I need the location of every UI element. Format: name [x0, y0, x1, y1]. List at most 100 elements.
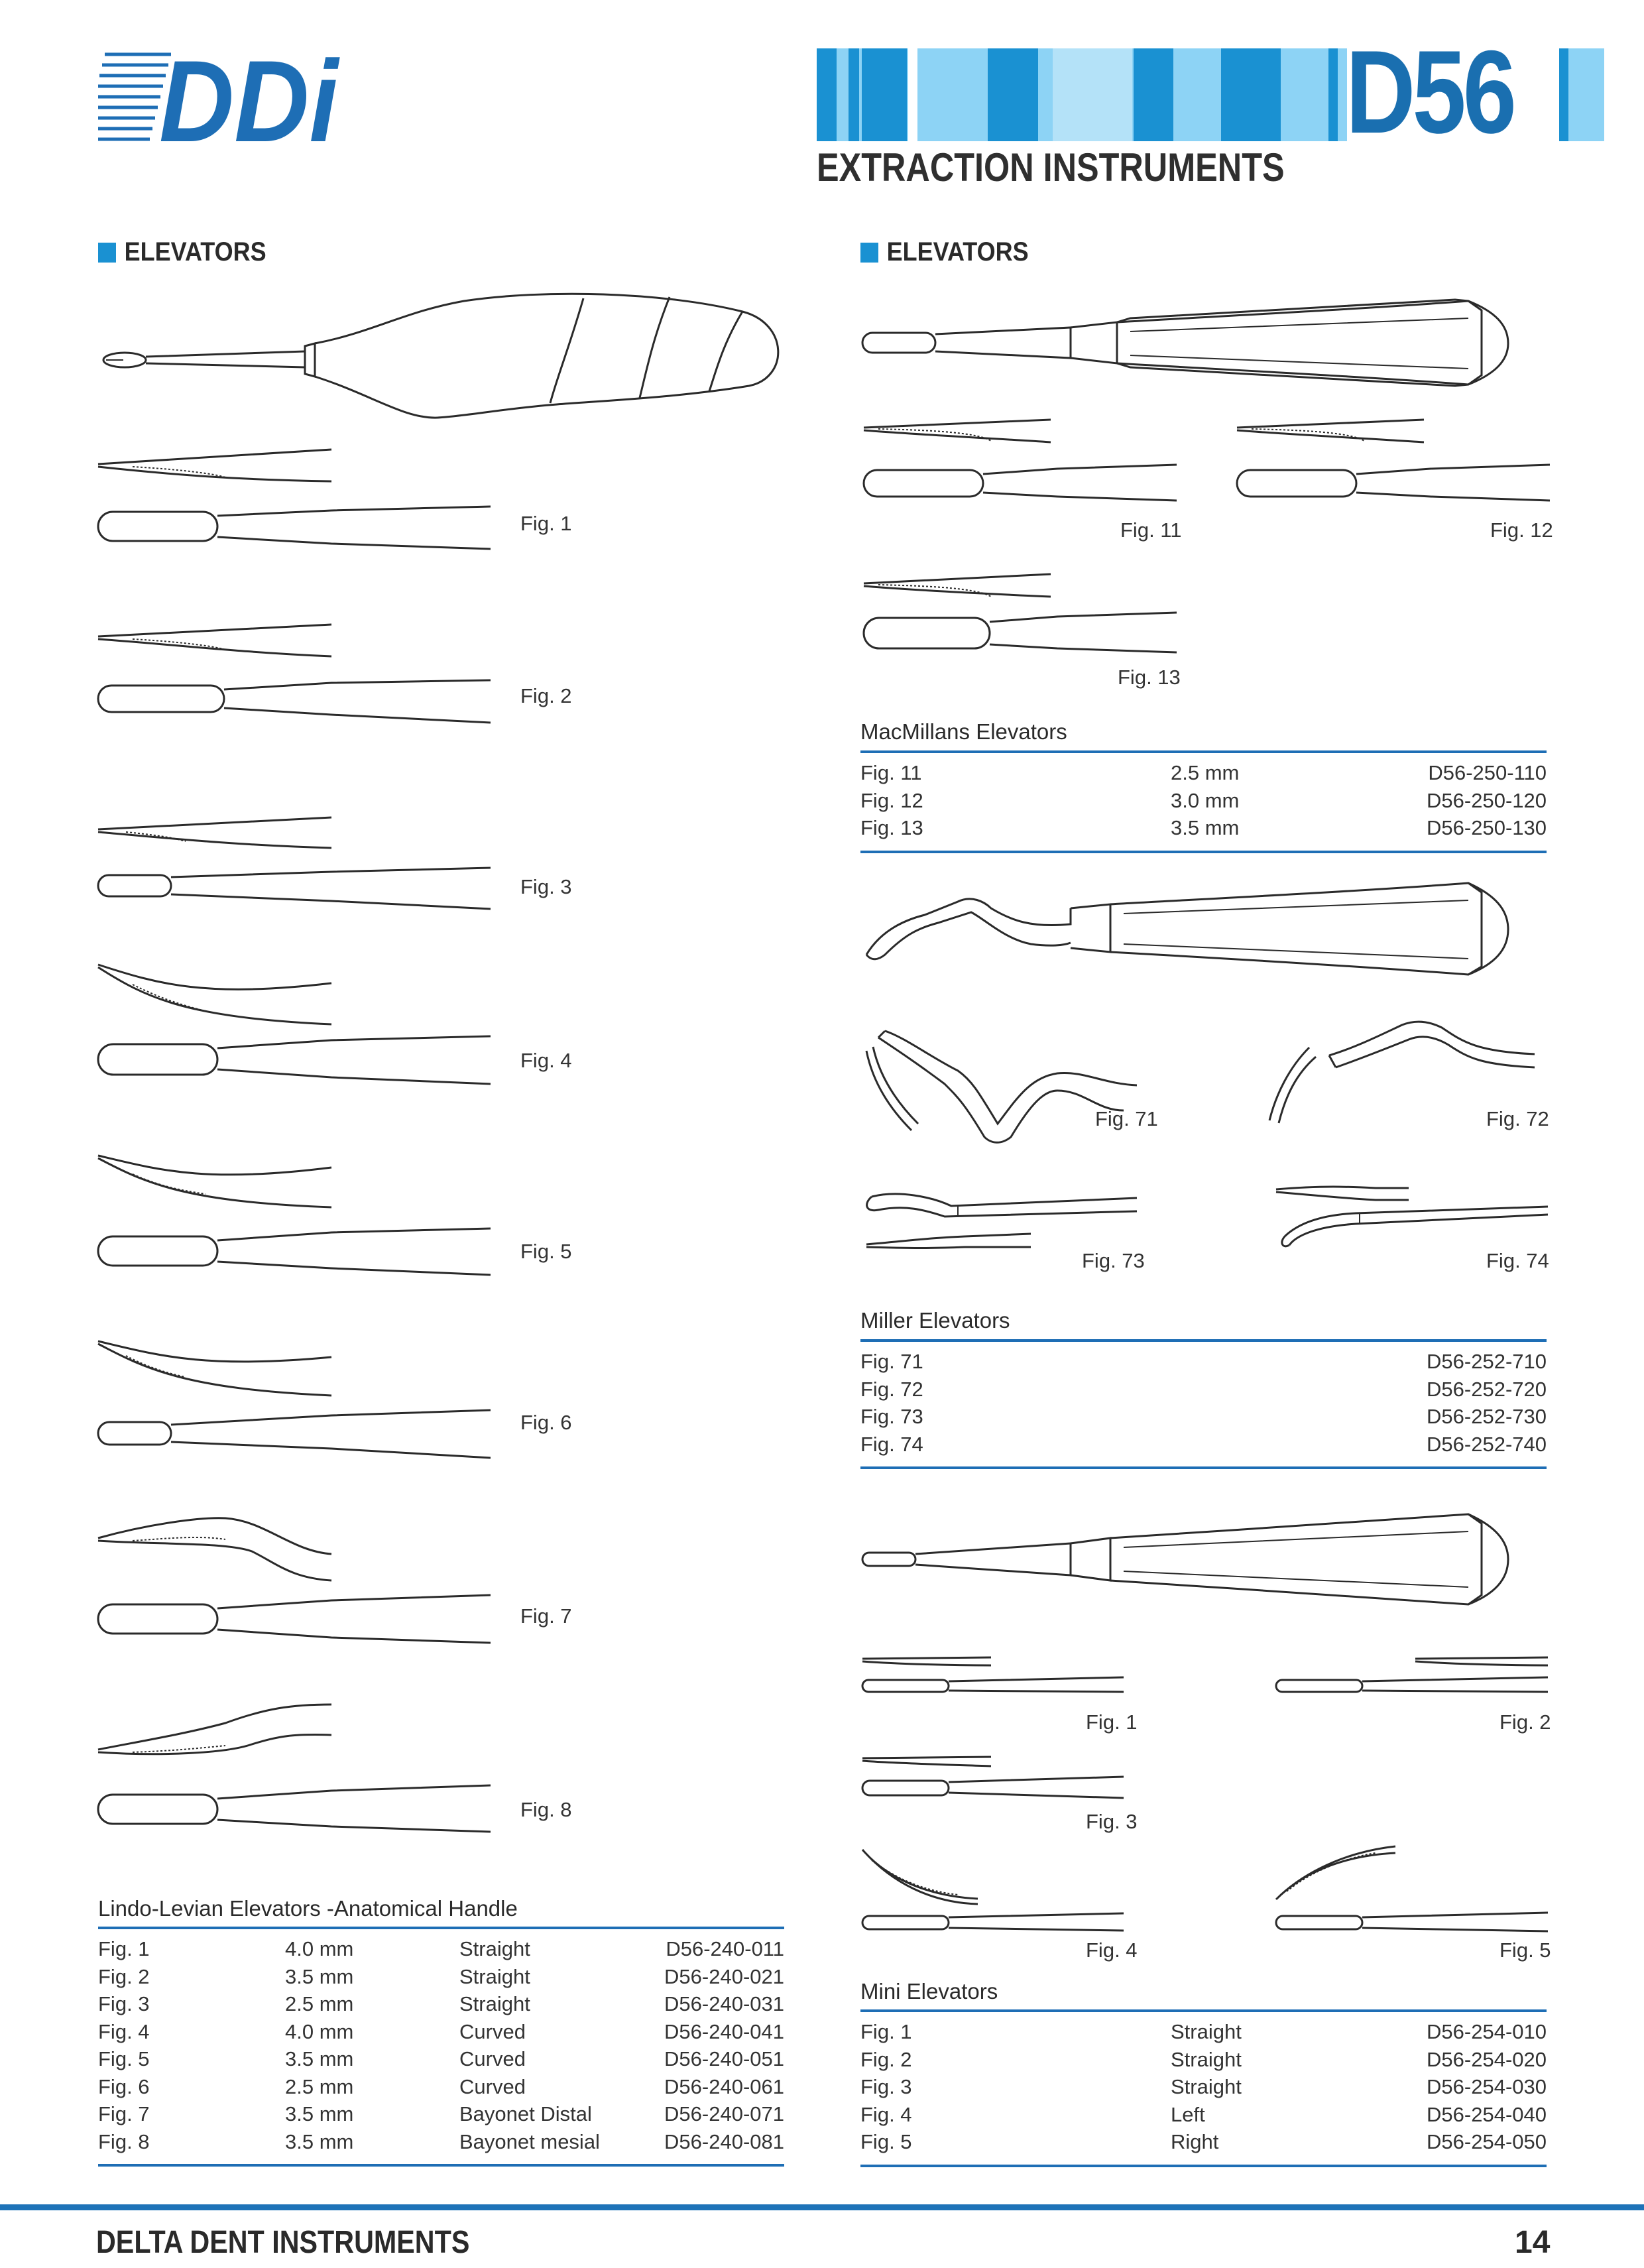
fig-label: Fig. 13 [1118, 666, 1181, 689]
table-cell: Curved [459, 2047, 526, 2070]
fig-label: Fig. 2 [520, 684, 572, 707]
table-cell: 2.5 mm [285, 2074, 354, 2098]
table-cell: D56-252-720 [1427, 1377, 1547, 1401]
fig3-drawing [97, 816, 491, 910]
table-cell: Straight [1171, 2020, 1242, 2043]
table-cell: 4.0 mm [285, 2019, 354, 2043]
table-row: Fig. 13 3.5 mm D56-250-130 [860, 816, 1547, 844]
table-cell: D56-252-710 [1427, 1350, 1547, 1373]
square-bullet-icon [98, 243, 116, 263]
table-cell: D56-240-041 [664, 2019, 784, 2043]
table-title-macmillan: MacMillans Elevators [860, 719, 1067, 744]
table-cell: Fig. 73 [860, 1405, 923, 1428]
table-cell: Fig. 8 [98, 2129, 150, 2153]
header-color-bars [817, 48, 1604, 141]
table-cell: D56-254-020 [1427, 2047, 1547, 2071]
section-heading-left: ELEVATORS [98, 237, 266, 267]
table-cell: D56-240-011 [666, 1937, 784, 1960]
svg-text:DDi: DDi [159, 46, 340, 146]
mini-instrument-drawing [861, 1513, 1509, 1606]
fig1-drawing [97, 448, 491, 550]
fig4-drawing [97, 963, 491, 1085]
fig-label: Fig. 1 [1086, 1710, 1138, 1734]
fig-label: Fig. 3 [520, 875, 572, 898]
table-cell: D56-252-730 [1427, 1405, 1547, 1428]
footer-rule [0, 2204, 1644, 2210]
table-cell: Fig. 13 [860, 816, 923, 839]
table-cell: Fig. 1 [98, 1937, 150, 1960]
footer-company: DELTA DENT INSTRUMENTS [96, 2225, 470, 2260]
table-row: Fig. 11 2.5 mm D56-250-110 [860, 761, 1547, 789]
fig-label: Fig. 74 [1486, 1249, 1549, 1272]
table-cell: Fig. 7 [98, 2102, 150, 2125]
fig-label: Fig. 1 [520, 512, 572, 535]
table-cell: Curved [459, 2074, 526, 2098]
table-cell: Fig. 11 [860, 761, 922, 784]
fig74-drawing [1275, 1185, 1549, 1248]
table-cell: Fig. 5 [98, 2047, 150, 2070]
table-cell: 2.5 mm [1171, 761, 1240, 784]
table-cell: Right [1171, 2130, 1219, 2153]
table-cell: D56-240-081 [664, 2129, 784, 2153]
fig-label: Fig. 71 [1095, 1107, 1158, 1130]
table-cell: 2.5 mm [285, 1992, 354, 2015]
table-title-miller: Miller Elevators [860, 1308, 1010, 1333]
table-cell: 3.5 mm [285, 2129, 354, 2153]
table-cell: D56-254-010 [1427, 2020, 1547, 2043]
table-cell: D56-250-120 [1427, 788, 1547, 812]
table-cell: Bayonet mesial [459, 2129, 600, 2153]
table-row: Fig. 1 Straight D56-254-010 [860, 2020, 1547, 2048]
fig-label: Fig. 4 [1086, 1939, 1138, 1962]
table-cell: 4.0 mm [285, 1937, 354, 1960]
table-row: Fig. 73 D56-252-730 [860, 1405, 1547, 1433]
table-cell: Fig. 4 [860, 2102, 912, 2126]
fig71-drawing [865, 1030, 1138, 1144]
table-cell: Fig. 2 [98, 1964, 150, 1988]
table-cell: 3.5 mm [1171, 816, 1240, 839]
table-cell: Fig. 4 [98, 2019, 150, 2043]
table-cell: Fig. 6 [98, 2074, 150, 2098]
table-row: Fig. 8 3.5 mm Bayonet mesial D56-240-081 [98, 2130, 784, 2158]
table-cell: 3.0 mm [1171, 788, 1240, 812]
fig-label: Fig. 73 [1082, 1249, 1145, 1272]
table-cell: Bayonet Distal [459, 2102, 592, 2125]
table-cell: Fig. 3 [98, 1992, 150, 2015]
fig-label: Fig. 6 [520, 1411, 572, 1434]
lindo-levian-instrument-drawing [102, 292, 780, 419]
mini-fig2-drawing [1275, 1656, 1549, 1693]
fig-label: Fig. 72 [1486, 1107, 1549, 1130]
table-cell: D56-250-110 [1428, 761, 1547, 784]
table-cell: D56-240-021 [664, 1964, 784, 1988]
mini-fig3-drawing [861, 1756, 1124, 1799]
table-cell: D56-254-050 [1427, 2130, 1547, 2153]
table-cell: Fig. 1 [860, 2020, 912, 2043]
page-title: EXTRACTION INSTRUMENTS [817, 145, 1285, 190]
table-row: Fig. 12 3.0 mm D56-250-120 [860, 789, 1547, 817]
table-cell: D56-254-030 [1427, 2075, 1547, 2098]
table-cell: D56-240-071 [664, 2102, 784, 2125]
page-number: 14 [1515, 2225, 1551, 2260]
table-cell: Fig. 12 [860, 788, 923, 812]
fig7-drawing [97, 1517, 491, 1644]
fig-label: Fig. 7 [520, 1604, 572, 1628]
ddi-logo: DDi [98, 37, 350, 166]
fig8-drawing [97, 1703, 491, 1833]
macmillan-instrument-drawing [861, 298, 1509, 387]
catalog-code: D56 [1346, 26, 1517, 158]
table-cell: D56-250-130 [1427, 816, 1547, 839]
